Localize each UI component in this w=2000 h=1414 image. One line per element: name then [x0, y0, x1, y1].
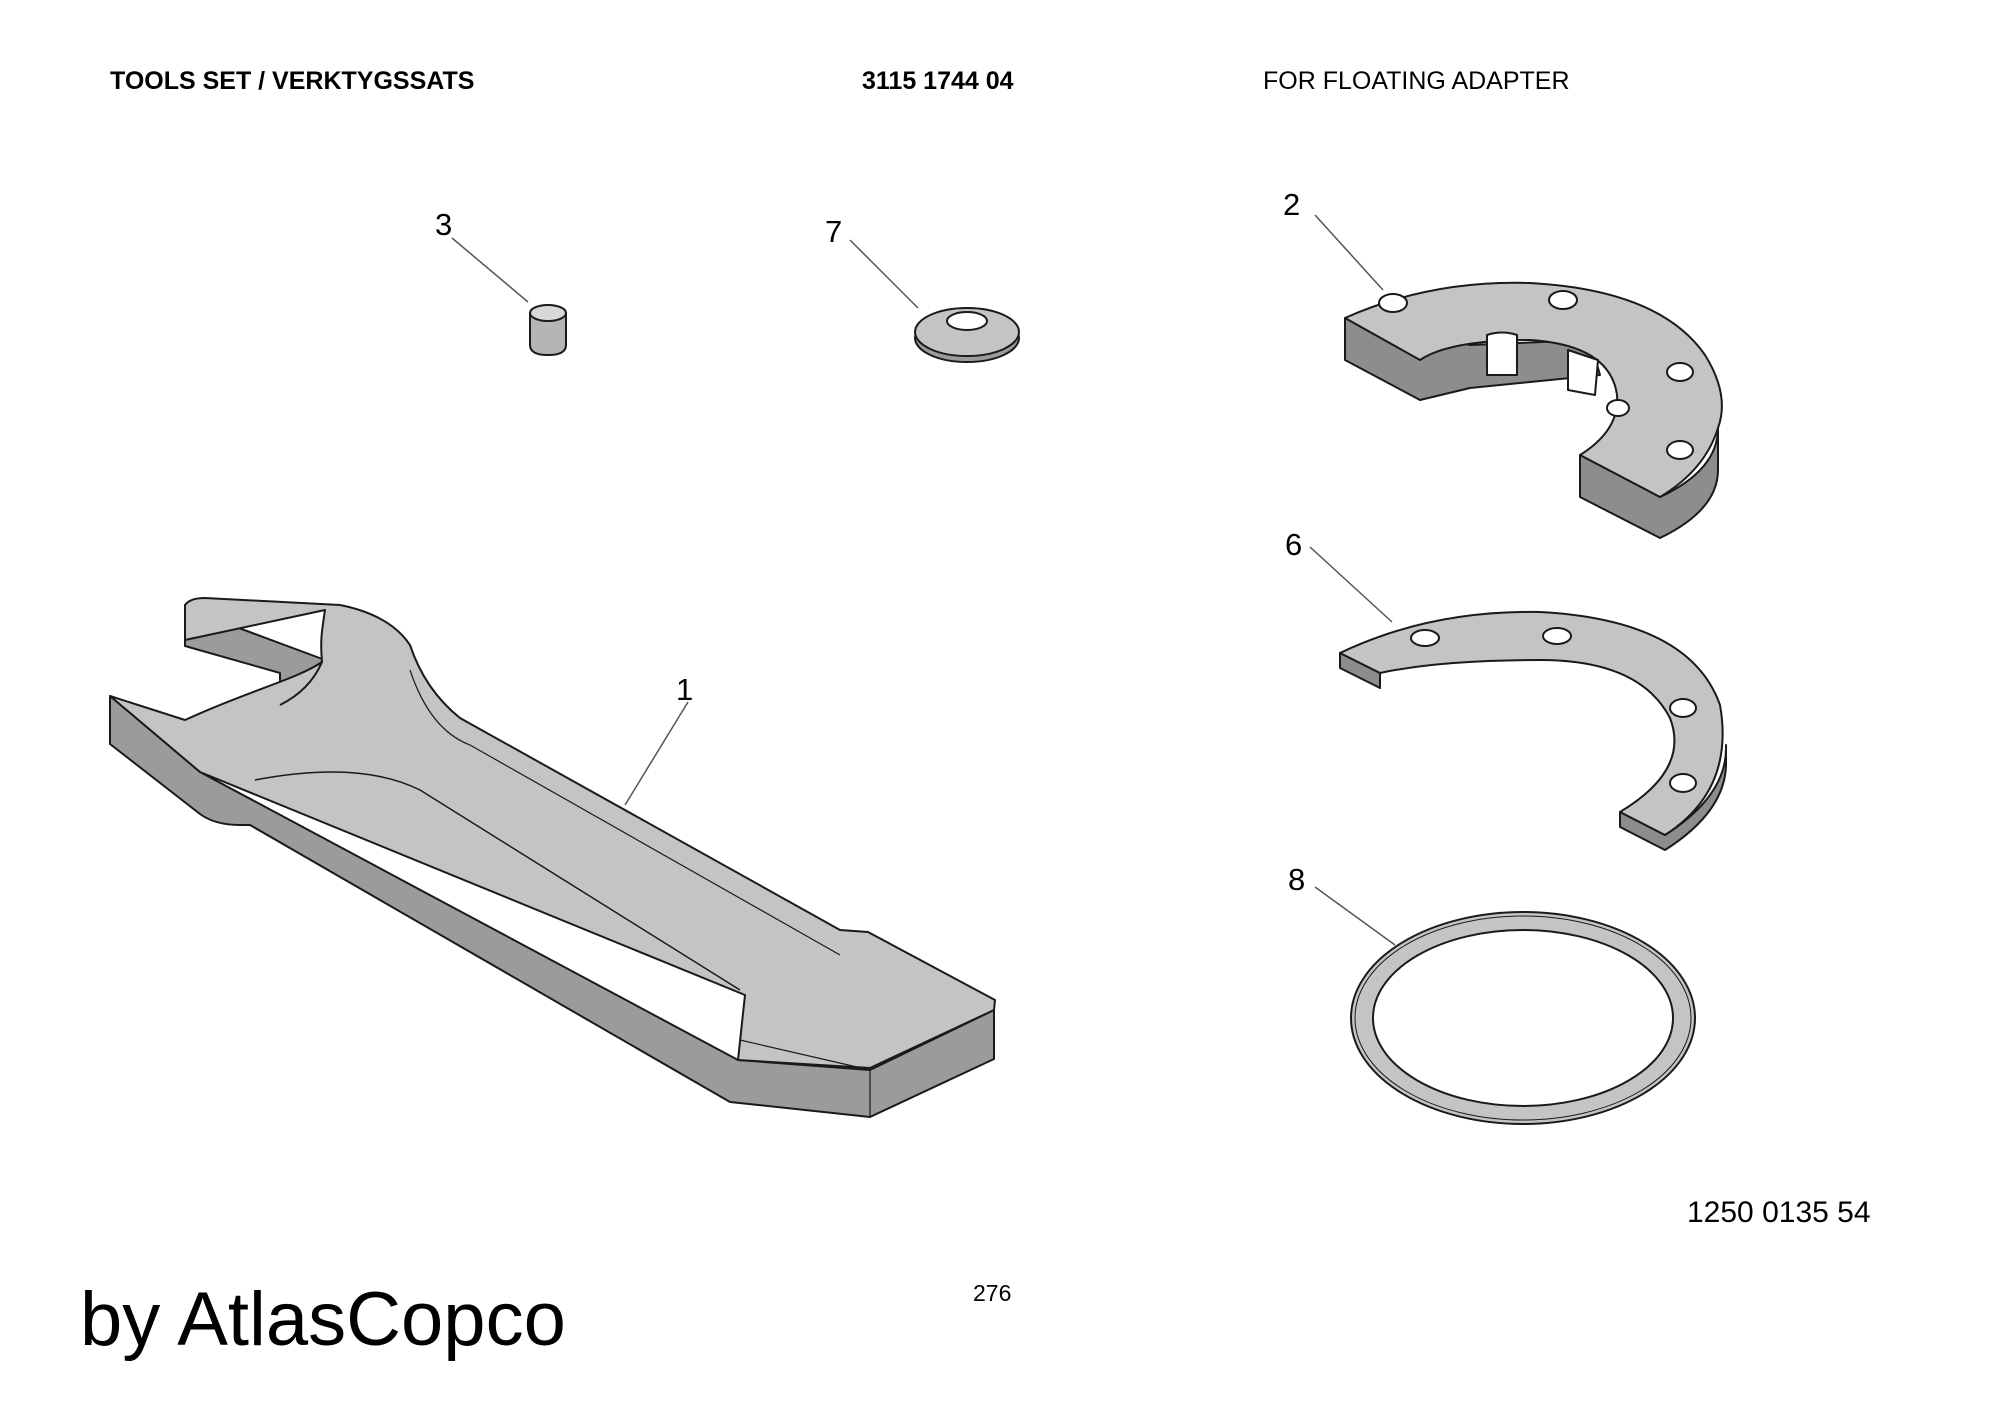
pin-part	[529, 304, 567, 357]
page-number: 276	[973, 1280, 1012, 1306]
callout-leader-3	[451, 237, 529, 303]
brand-watermark: by AtlasCopco	[80, 1277, 566, 1362]
ring-part	[1349, 911, 1697, 1125]
document-title: TOOLS SET / VERKTYGSSATS	[110, 67, 475, 95]
drawing-number: 1250 0135 54	[1687, 1196, 1871, 1229]
callout-2: 2	[1283, 187, 1300, 222]
callout-leader-8	[1314, 886, 1396, 946]
callout-3: 3	[435, 207, 452, 242]
callout-leader-2	[1314, 214, 1384, 291]
callout-leader-6	[1309, 546, 1393, 623]
callout-6: 6	[1285, 527, 1302, 562]
adapter-half-part	[1344, 281, 1723, 539]
callout-leader-1	[624, 701, 689, 806]
callout-1: 1	[676, 672, 693, 707]
callout-8: 8	[1288, 862, 1305, 897]
shim-ring-part	[1339, 610, 1728, 851]
callout-7: 7	[825, 214, 842, 249]
part-number: 3115 1744 04	[862, 67, 1014, 95]
document-subtitle: FOR FLOATING ADAPTER	[1263, 67, 1570, 95]
callout-leader-7	[849, 239, 919, 309]
wrench-part	[109, 597, 996, 1118]
washer-part	[914, 307, 1020, 363]
